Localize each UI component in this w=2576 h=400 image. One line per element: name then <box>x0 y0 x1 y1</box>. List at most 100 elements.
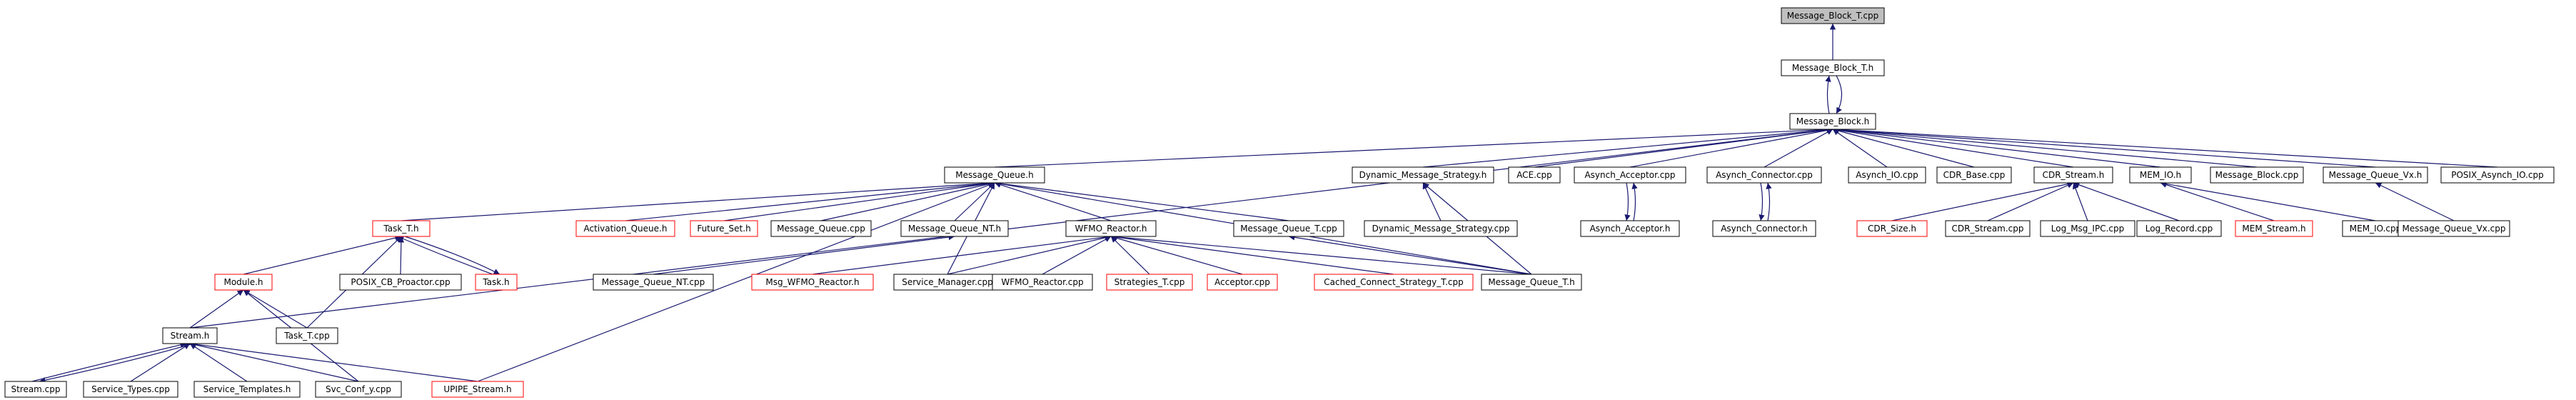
node-dms-h[interactable]: Dynamic_Message_Strategy.h <box>1352 166 1494 184</box>
node-box <box>2033 166 2113 184</box>
edge-mqt_cpp-to-mq_h <box>994 180 1289 221</box>
node-box <box>992 274 1093 291</box>
node-task-t-h[interactable]: Task_T.h <box>372 220 431 237</box>
edge-task_t_h-to-mq_h <box>401 180 995 221</box>
node-fs-h[interactable]: Future_Set.h <box>690 220 758 237</box>
node-label: Service_Templates.h <box>203 384 291 394</box>
node-box <box>2136 220 2222 237</box>
node-label: Message_Queue.cpp <box>777 224 865 234</box>
node-posixcb-cpp[interactable]: POSIX_CB_Proactor.cpp <box>339 274 462 291</box>
node-label: Asynch_Connector.h <box>1721 224 1808 234</box>
node-label: WFMO_Reactor.cpp <box>1001 277 1083 287</box>
node-lmipc-cpp[interactable]: Log_Msg_IPC.cpp <box>2040 220 2135 237</box>
node-box <box>2323 166 2428 184</box>
node-mb-h[interactable]: Message_Block.h <box>1789 113 1876 130</box>
node-label: Log_Msg_IPC.cpp <box>2051 224 2124 234</box>
node-label: MEM_IO.h <box>2140 170 2181 180</box>
node-strat-cpp[interactable]: Strategies_T.cpp <box>1106 274 1193 291</box>
node-box <box>2398 220 2510 237</box>
node-label: Task_T.cpp <box>283 331 329 341</box>
node-box <box>1364 220 1518 237</box>
node-svcconf-cpp[interactable]: Svc_Conf_y.cpp <box>315 381 402 398</box>
node-ccst-cpp[interactable]: Cached_Connect_Strategy_T.cpp <box>1314 274 1474 291</box>
node-cdrs-h[interactable]: CDR_Stream.h <box>2033 166 2113 184</box>
node-ace-cpp[interactable]: ACE.cpp <box>1508 166 1561 184</box>
node-aacc-h[interactable]: Asynch_Acceptor.h <box>1580 220 1680 237</box>
edge-dms_cpp-to-dms_h <box>1422 182 1442 221</box>
edge-wfmo_cpp-to-wfmo_h <box>1042 236 1112 275</box>
node-svctypes-cpp[interactable]: Service_Types.cpp <box>83 381 178 398</box>
node-acon-h[interactable]: Asynch_Connector.h <box>1712 220 1816 237</box>
node-aq-h[interactable]: Activation_Queue.h <box>575 220 675 237</box>
node-svctempl-h[interactable]: Service_Templates.h <box>193 381 301 398</box>
node-mqnt-cpp[interactable]: Message_Queue_NT.cpp <box>593 274 714 291</box>
node-posixaio-cpp[interactable]: POSIX_Asynch_IO.cpp <box>2440 166 2555 184</box>
node-task-h[interactable]: Task.h <box>475 274 518 291</box>
node-box <box>1580 220 1680 237</box>
node-stream-h[interactable]: Stream.h <box>162 327 218 344</box>
node-acceptor-cpp[interactable]: Acceptor.cpp <box>1207 274 1278 291</box>
edge-stream_h-to-stream_cpp <box>39 343 194 384</box>
edge-cdrb_cpp-to-mb_h <box>1832 128 1975 168</box>
node-module-h[interactable]: Module.h <box>214 274 273 291</box>
node-mqt-cpp[interactable]: Message_Queue_T.cpp <box>1233 220 1344 237</box>
node-aacc-cpp[interactable]: Asynch_Acceptor.cpp <box>1574 166 1686 184</box>
node-label: Asynch_Acceptor.cpp <box>1584 170 1675 180</box>
node-mqvx-cpp[interactable]: Message_Queue_Vx.cpp <box>2398 220 2510 237</box>
node-dms-cpp[interactable]: Dynamic_Message_Strategy.cpp <box>1364 220 1518 237</box>
node-aio-cpp[interactable]: Asynch_IO.cpp <box>1848 166 1926 184</box>
node-label: Task_T.h <box>383 224 418 234</box>
node-box <box>1508 166 1561 184</box>
node-memio-cpp[interactable]: MEM_IO.cpp <box>2342 220 2409 237</box>
node-mbt-h[interactable]: Message_Block_T.h <box>1781 59 1885 76</box>
node-stream-cpp[interactable]: Stream.cpp <box>4 381 67 398</box>
node-label: Msg_WFMO_Reactor.h <box>765 277 859 287</box>
node-mqt-h[interactable]: Message_Queue_T.h <box>1481 274 1582 291</box>
node-label: Service_Manager.cpp <box>902 277 993 287</box>
node-mq-h[interactable]: Message_Queue.h <box>944 166 1045 184</box>
node-box <box>4 381 67 398</box>
node-wfmo-h[interactable]: WFMO_Reactor.h <box>1065 220 1157 237</box>
node-box <box>315 381 402 398</box>
node-box <box>475 274 518 291</box>
node-box <box>1781 59 1885 76</box>
node-label: Asynch_IO.cpp <box>1856 170 1918 180</box>
edge-stream_h-to-module_h <box>189 289 244 329</box>
node-label: UPIPE_Stream.h <box>443 384 511 394</box>
node-box <box>1065 220 1157 237</box>
edge-mq_h-to-mb_h <box>994 126 1833 168</box>
node-upipe-h[interactable]: UPIPE_Stream.h <box>431 381 524 398</box>
node-msgwfmo-h[interactable]: Msg_WFMO_Reactor.h <box>751 274 874 291</box>
node-label: Message_Block.h <box>1796 116 1869 126</box>
node-label: CDR_Stream.cpp <box>1951 224 2023 234</box>
node-mb-cpp[interactable]: Message_Block.cpp <box>2210 166 2304 184</box>
nodes-layer: Message_Block_T.cppMessage_Block_T.hMess… <box>4 7 2555 398</box>
node-cdrs-cpp[interactable]: CDR_Stream.cpp <box>1945 220 2031 237</box>
node-box <box>193 381 301 398</box>
node-box <box>1781 7 1885 24</box>
node-box <box>1207 274 1278 291</box>
node-svcmgr-cpp[interactable]: Service_Manager.cpp <box>893 274 1002 291</box>
node-cdrsize-h[interactable]: CDR_Size.h <box>1856 220 1928 237</box>
node-task-t-cpp[interactable]: Task_T.cpp <box>276 327 338 344</box>
node-mq-cpp[interactable]: Message_Queue.cpp <box>770 220 872 237</box>
node-wfmo-cpp[interactable]: WFMO_Reactor.cpp <box>992 274 1093 291</box>
node-label: Message_Queue_NT.h <box>908 224 1001 234</box>
edges-layer <box>31 24 2498 384</box>
node-memio-h[interactable]: MEM_IO.h <box>2129 166 2192 184</box>
node-acon-cpp[interactable]: Asynch_Connector.cpp <box>1706 166 1822 184</box>
edge-mqt_h-to-mqt_cpp <box>1288 234 1532 275</box>
node-box <box>1352 166 1494 184</box>
node-mqnt-h[interactable]: Message_Queue_NT.h <box>900 220 1009 237</box>
node-box <box>593 274 714 291</box>
node-logrec-cpp[interactable]: Log_Record.cpp <box>2136 220 2222 237</box>
node-mems-h[interactable]: MEM_Stream.h <box>2235 220 2313 237</box>
node-mqvx-h[interactable]: Message_Queue_Vx.h <box>2323 166 2428 184</box>
edge-acon_cpp-to-mb_h <box>1764 129 1833 168</box>
node-label: Message_Block_T.cpp <box>1787 11 1879 21</box>
node-label: POSIX_CB_Proactor.cpp <box>351 277 450 287</box>
edge-mb_cpp-to-mb_h <box>1832 126 2258 168</box>
edge-task_t_cpp-to-module_h <box>243 289 308 329</box>
node-cdrb-cpp[interactable]: CDR_Base.cpp <box>1936 166 2012 184</box>
